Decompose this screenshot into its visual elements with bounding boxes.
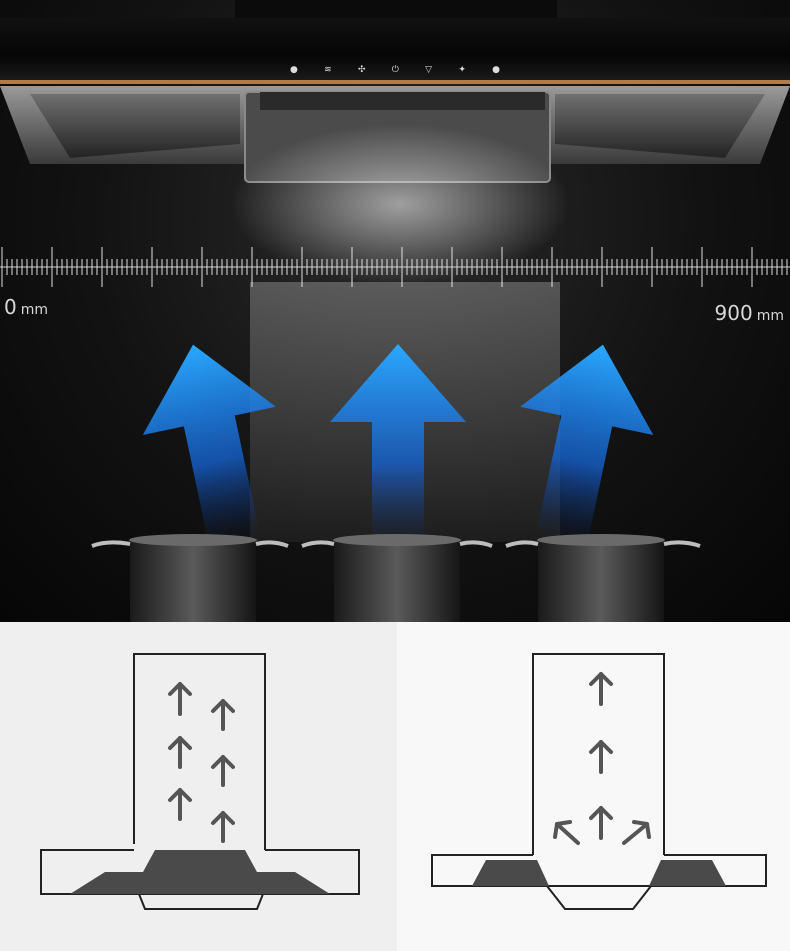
- airflow-arrow: [211, 755, 235, 787]
- airflow-arrow: [211, 811, 235, 843]
- scale-end-unit: mm: [756, 308, 784, 324]
- fan-icon[interactable]: ✣: [357, 65, 366, 75]
- range-hood-photo: ● ≋ ✣ ⏻ ▽ ✦ ●: [0, 0, 790, 622]
- airflow-arrow-left: [142, 344, 276, 546]
- cooking-pot-right: [505, 534, 701, 622]
- right-panel: [555, 94, 765, 158]
- cooking-pot-center: [301, 534, 493, 622]
- base-outline: [138, 893, 264, 910]
- smoke-cloud: [230, 124, 570, 284]
- airflow-arrow: [168, 788, 192, 821]
- filter-grille: [260, 92, 545, 110]
- intake-shape: [70, 850, 330, 894]
- airflow-arrow: [589, 672, 613, 706]
- power-icon[interactable]: ⏻: [391, 65, 399, 75]
- left-panel: [30, 94, 240, 158]
- hood-canopy: [0, 86, 790, 284]
- intake-shape-left: [472, 860, 549, 886]
- hood-control-panel: ● ≋ ✣ ⏻ ▽ ✦ ●: [0, 18, 790, 84]
- airflow-illustration: [91, 282, 701, 622]
- light-icon[interactable]: ✦: [458, 65, 466, 75]
- base-outline: [546, 885, 652, 910]
- status-dot-icon[interactable]: ●: [492, 65, 500, 75]
- scale-start-unit: mm: [20, 302, 49, 318]
- airflow-arrow: [168, 736, 192, 769]
- speed-icon[interactable]: ▽: [425, 65, 433, 75]
- airflow-arrow-center: [330, 344, 466, 544]
- airflow-arrow: [589, 740, 613, 774]
- canopy-outline: [431, 854, 767, 887]
- diagram-narrow-intake-svg: [431, 653, 767, 910]
- scale-start-value: 0: [4, 295, 17, 319]
- airflow-arrow: [622, 820, 651, 845]
- airflow-arrow: [211, 699, 235, 731]
- hood-top-band: [235, 0, 557, 18]
- scale-end-value: 900: [714, 301, 753, 325]
- chimney-outline: [532, 653, 665, 855]
- cooking-pot-left: [91, 534, 289, 622]
- power-dot-icon[interactable]: ●: [290, 65, 298, 75]
- airflow-arrow: [589, 806, 613, 840]
- measurement-scale: [0, 247, 790, 287]
- airflow-arrow-right: [520, 344, 654, 546]
- intake-shape-right: [649, 860, 726, 886]
- airflow-arrow: [168, 682, 192, 716]
- diagram-wide-intake-svg: [40, 653, 360, 910]
- wifi-icon[interactable]: ≋: [324, 65, 332, 75]
- diagram-narrow-intake: [397, 622, 790, 951]
- diagram-wide-intake: [0, 622, 397, 951]
- chimney-outline: [133, 653, 266, 850]
- control-buttons: ● ≋ ✣ ⏻ ▽ ✦ ●: [290, 62, 500, 78]
- airflow-arrow: [553, 820, 580, 845]
